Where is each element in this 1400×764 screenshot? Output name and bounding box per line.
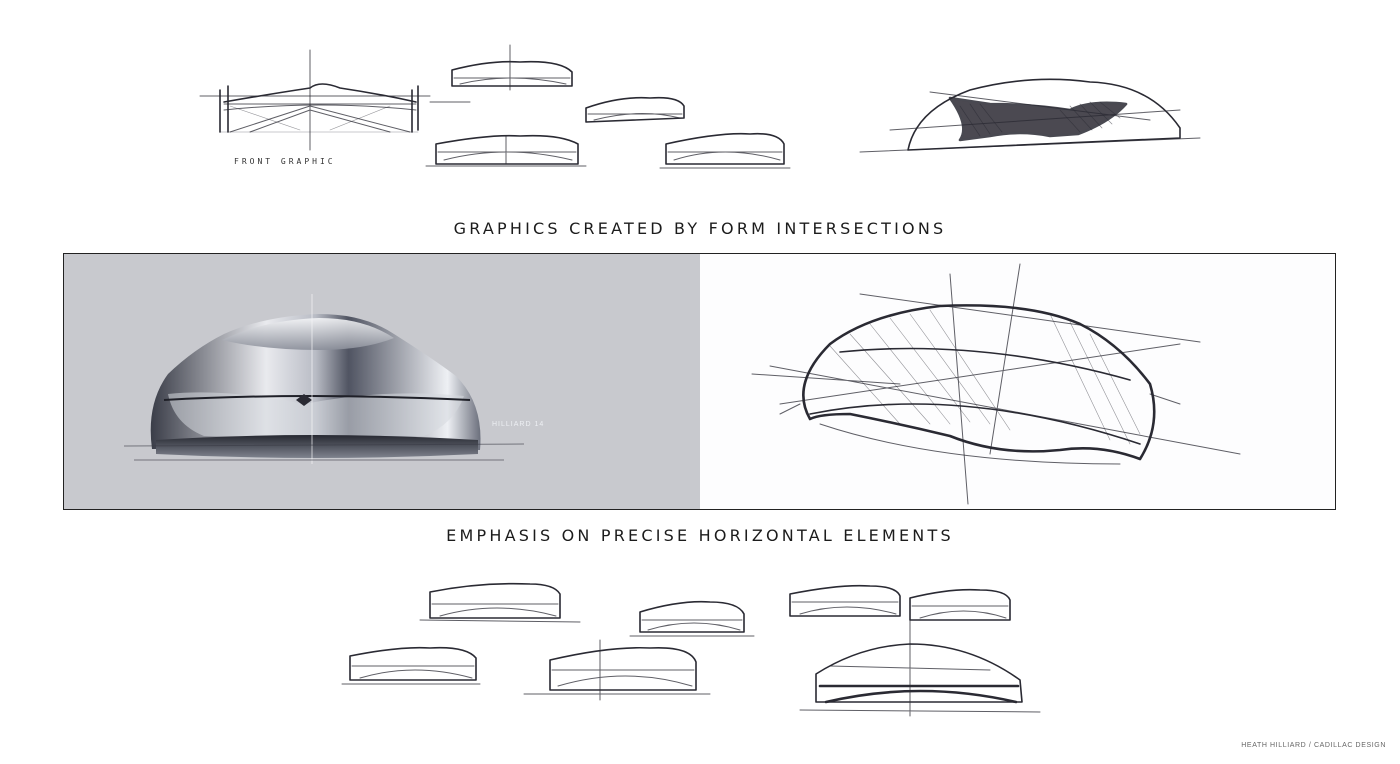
bottom-sketches-svg [341,582,1041,717]
render-panel: HILLIARD 14 [63,253,1336,510]
bottom-sketch-6 [799,619,1041,717]
bottom-sketch-4 [341,646,481,685]
rendered-car-front: HILLIARD 14 [123,294,544,464]
caption-bottom: EMPHASIS ON PRECISE HORIZONTAL ELEMENTS [446,526,954,545]
small-front-sketch-2 [585,96,685,123]
top-sketches-svg: FRONT GRAPHIC [199,44,1201,169]
bottom-sketch-row [330,570,1050,720]
small-front-sketch-1 [451,44,573,91]
small-front-sketch-4 [659,132,791,169]
crest-icon [296,394,312,406]
caption-top: GRAPHICS CREATED BY FORM INTERSECTIONS [453,219,947,238]
bottom-sketch-5 [523,639,711,701]
render-signature: HILLIARD 14 [492,421,544,428]
perspective-sketch-dark [859,78,1201,153]
top-sketch-row: FRONT GRAPHIC [190,40,1220,180]
bottom-sketch-1 [419,582,581,623]
rendered-car-svg: HILLIARD 14 [123,294,544,464]
render-left: HILLIARD 14 [64,254,700,509]
perspective-line-sketch-svg [751,263,1241,505]
small-front-sketch-3 [425,134,587,167]
bottom-sketch-2 [629,600,755,637]
front-graphic-note: FRONT GRAPHIC [234,157,336,166]
credit-line: HEATH HILLIARD / CADILLAC DESIGN [1241,742,1386,749]
front-graphic-sketch: FRONT GRAPHIC [199,49,471,166]
sketch-right [700,254,1335,509]
bottom-sketch-3 [789,584,1011,621]
perspective-line-sketch [751,263,1241,505]
